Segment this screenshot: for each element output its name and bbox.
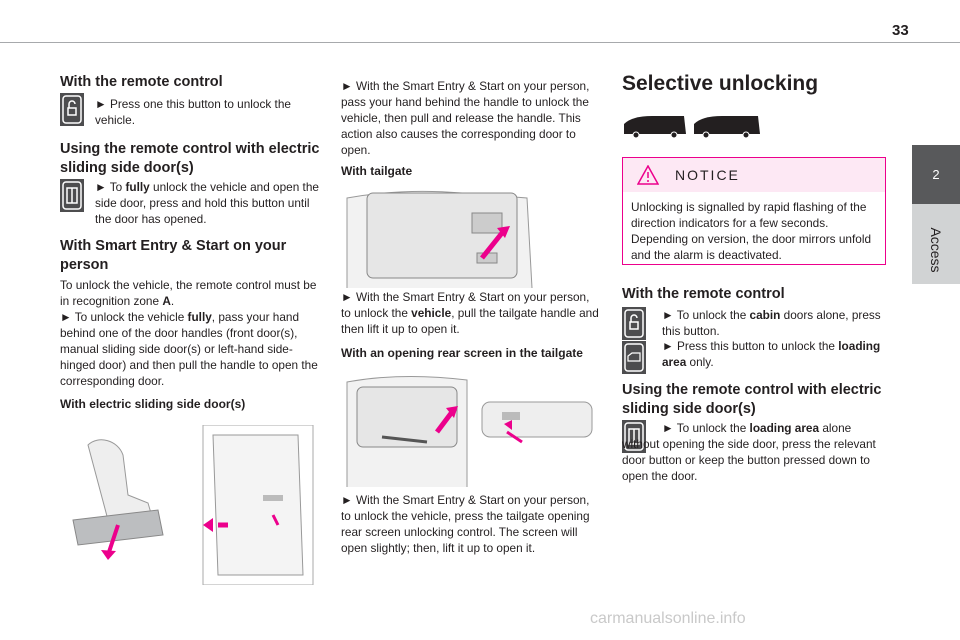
door-handle-illustration [72, 425, 314, 585]
text-part: unlock the vehicle and open the side doo… [95, 180, 319, 226]
text-part: only. [686, 355, 714, 369]
text-bold: vehicle [411, 306, 452, 320]
side-door-button-icon [60, 179, 84, 212]
page-number: 33 [892, 22, 909, 39]
smart-entry-text: To unlock the vehicle, the remote contro… [60, 277, 325, 389]
notice-box: NOTICE Unlocking is signalled by rapid f… [622, 157, 886, 265]
notice-body: Unlocking is signalled by rapid flashing… [631, 200, 872, 262]
text-part: alone without opening the side door, pre… [622, 421, 876, 483]
text-part: ► With the Smart Entry & Start on your p… [341, 290, 590, 320]
text-bold: loading area [749, 421, 820, 435]
section-heading-remote-selective: With the remote control [622, 286, 785, 302]
loading-area-button-icon [622, 341, 646, 374]
text-bold: loading area [662, 339, 881, 369]
text-part: doors alone, press this button. [662, 308, 881, 338]
chapter-tab-number[interactable]: 2 [912, 145, 960, 204]
section-heading-electric-door: Using the remote control with electric s… [60, 141, 320, 176]
rear-screen-text: ► With the Smart Entry & Start on your p… [341, 493, 590, 555]
text-part: , pass your hand behind one of the door … [60, 310, 318, 388]
subheading-rear-screen: With an opening rear screen in the tailg… [341, 346, 583, 360]
remote-unlock-text: ► Press one this button to unlock the ve… [95, 97, 291, 127]
unlock-button-icon [60, 93, 84, 126]
unlock-button-icon [622, 307, 646, 340]
text-part: ► To unlock the [662, 308, 750, 322]
section-heading-smart-entry: With Smart Entry & Start on your person [60, 238, 287, 273]
notice-title: NOTICE [675, 167, 740, 183]
text-part: ► To [95, 180, 126, 194]
tailgate-text: ► With the Smart Entry & Start on your p… [341, 289, 601, 337]
chapter-tab-label: Access [928, 227, 944, 273]
text-bold: fully [125, 180, 150, 194]
text-bold: cabin [749, 308, 781, 322]
section-heading-electric-door-selective: Using the remote control with electric s… [622, 382, 882, 417]
loading-area-side-door-text: ► To unlock the loading area alone witho… [622, 420, 887, 484]
chapter-tab-strip [912, 204, 960, 284]
page-title: Selective unlocking [622, 72, 819, 95]
footer-watermark[interactable]: carmanualsonline.info [590, 610, 746, 627]
van-silhouettes-icon [624, 116, 760, 138]
side-door-button-icon [622, 420, 646, 453]
section-heading-remote: With the remote control [60, 74, 223, 90]
subheading-tailgate: With tailgate [341, 164, 413, 178]
text-part: ► Press this button to unlock the [662, 339, 839, 353]
rear-screen-illustration [346, 375, 593, 487]
text-bold: A [162, 294, 171, 308]
text-part: , pull the tailgate handle and then lift… [341, 306, 599, 336]
subheading-electric-sliding: With electric sliding side door(s) [60, 397, 246, 411]
loading-area-unlock-text: ► Press this button to unlock the loadin… [662, 338, 887, 370]
text-part: ► To unlock the [662, 421, 750, 435]
text-part: . [170, 294, 175, 308]
cabin-unlock-text: ► To unlock the cabin doors alone, press… [662, 307, 887, 339]
text-bold: fully [187, 310, 212, 324]
tailgate-illustration [346, 190, 533, 288]
text-part: ► To unlock the vehicle [60, 310, 188, 324]
smart-entry-side-door-text: ► With the Smart Entry & Start on your p… [341, 79, 590, 157]
fully-unlock-text: ► To fully unlock the vehicle and open t… [95, 179, 320, 227]
warning-triangle-icon [637, 165, 659, 185]
header-rule [0, 42, 960, 43]
text-part: To unlock the vehicle, the remote contro… [60, 278, 317, 308]
notice-header [623, 158, 885, 192]
